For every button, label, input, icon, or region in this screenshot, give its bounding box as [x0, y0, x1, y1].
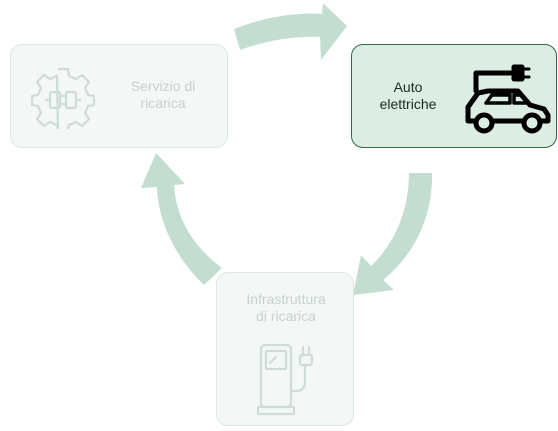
arrow-infra-to-service	[141, 153, 222, 285]
node-label: Servizio di ricarica	[103, 78, 223, 112]
charging-station-icon	[257, 337, 319, 417]
label-line-1: Infrastruttura	[246, 291, 326, 307]
label-line-2: ricarica	[140, 95, 186, 111]
label-line-2: di ricarica	[256, 308, 316, 324]
node-charging-service[interactable]: Servizio di ricarica	[10, 44, 228, 148]
label-line-2: elettriche	[379, 96, 437, 112]
node-label: Infrastruttura di ricarica	[225, 291, 347, 325]
node-electric-cars[interactable]: Auto elettriche	[351, 44, 557, 148]
arrow-service-to-cars	[234, 3, 347, 60]
node-charging-infrastructure[interactable]: Infrastruttura di ricarica	[216, 272, 354, 426]
arrow-cars-to-infra	[353, 173, 433, 295]
electric-car-icon	[462, 57, 552, 137]
label-line-1: Servizio di	[130, 78, 196, 94]
label-line-1: Auto	[393, 79, 423, 95]
gear-plug-icon	[31, 65, 95, 129]
node-label: Auto elettriche	[364, 79, 452, 113]
